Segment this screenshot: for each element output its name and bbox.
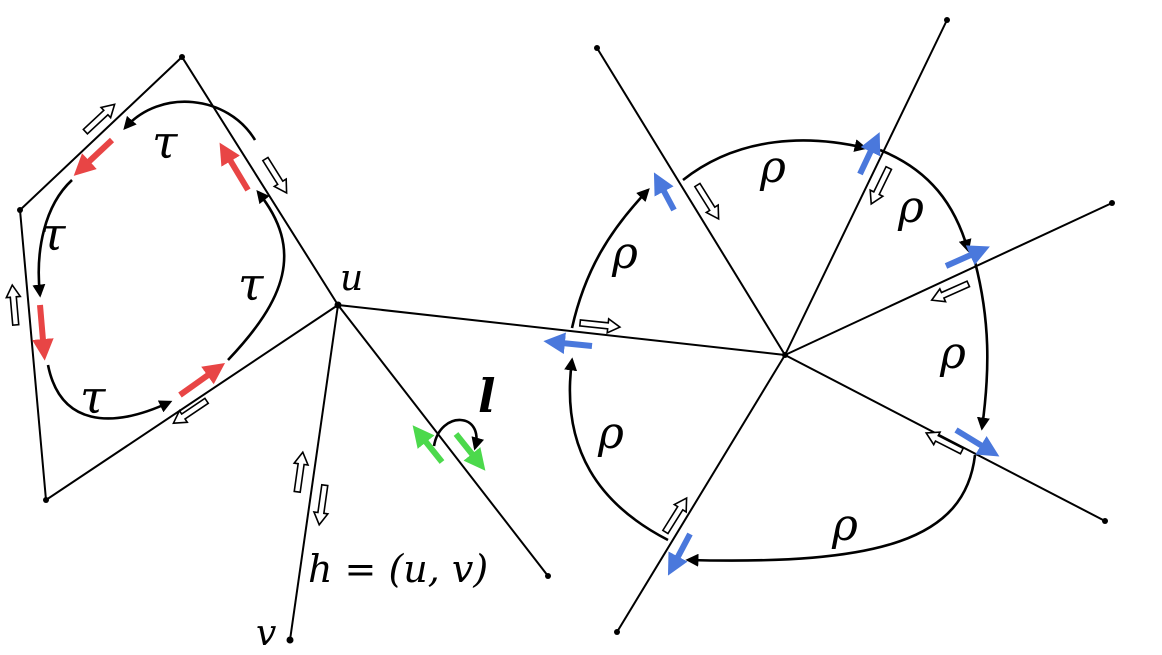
spoke-end-3 (1109, 200, 1115, 206)
vertex-bottom-left (43, 497, 49, 503)
spoke-1 (596, 47, 786, 356)
label-l: l (478, 369, 495, 423)
edge-u-center (337, 304, 786, 356)
hollow-arrow-top-right (258, 154, 294, 198)
blue-halfedge-1 (653, 172, 677, 212)
rho-label-1: ρ (759, 142, 786, 193)
label-v: v (256, 613, 276, 654)
spoke-end-2 (944, 17, 950, 23)
rho-arrow-5 (564, 357, 669, 542)
red-halfedge-1 (73, 137, 115, 176)
green-halfedge-up (412, 425, 445, 464)
spoke-2 (784, 19, 948, 356)
label-halfedge: h = (u, v) (308, 547, 488, 591)
hollow-arrow-r6 (578, 315, 622, 335)
red-halfedge-2 (32, 304, 54, 361)
rho-label-5: ρ (597, 408, 624, 459)
tau-arrow-top (123, 100, 257, 141)
edge-u-down-right (337, 304, 549, 577)
tau-arrow-right (227, 189, 286, 361)
tau-arrow-left (32, 179, 73, 298)
hollow-arrow-top-left (79, 98, 121, 138)
hollow-arrow-r2 (864, 164, 896, 208)
rho-arrow-1 (682, 139, 868, 182)
hollow-arrow-h-up (289, 450, 311, 494)
vertex-v (286, 636, 294, 644)
center-vertex (782, 352, 788, 358)
face-polygon-edges (18, 55, 339, 502)
red-halfedge-4 (219, 142, 251, 192)
spoke-end-4 (1102, 518, 1108, 524)
rho-label-2: ρ (897, 182, 924, 233)
vertex-left (17, 207, 23, 213)
tau-label-bottom: τ (80, 370, 107, 424)
right-vertex: ρ ρ ρ ρ ρ ρ (543, 17, 1115, 635)
rho-label-3: ρ (939, 328, 966, 379)
tau-label-right: τ (238, 257, 265, 311)
blue-halfedge-6 (543, 332, 593, 355)
hollow-arrow-r1 (690, 180, 726, 224)
vertex-u (334, 301, 342, 309)
red-halfedge-3 (178, 362, 226, 398)
spoke-3 (784, 202, 1113, 356)
tau-label-top: τ (152, 115, 179, 169)
label-u: u (340, 258, 363, 299)
spoke-4 (784, 354, 1106, 522)
rho-label-6: ρ (611, 228, 638, 279)
blue-halfedge-4 (954, 427, 1000, 457)
left-face: τ τ τ τ (4, 54, 339, 503)
edge-u-v (289, 304, 339, 641)
rho-arrow-2 (879, 148, 972, 253)
vertex-top (179, 54, 185, 60)
vertex-bottom-right-end (545, 573, 551, 579)
spoke-5 (616, 354, 786, 633)
tau-label-left: τ (40, 207, 67, 261)
hollow-arrow-left (4, 283, 24, 327)
spoke-end-1 (594, 45, 600, 51)
vertex-u-group: u v h = (u, v) l (256, 258, 786, 654)
tau-arrow-bottom (46, 364, 173, 420)
blue-halfedge-5 (667, 532, 693, 576)
blue-halfedge-2 (857, 132, 881, 176)
rho-arrow-3 (973, 261, 990, 431)
blue-halfedge-3 (944, 245, 990, 269)
hollow-arrow-bottom (168, 394, 212, 430)
hollow-arrow-h-down (311, 483, 333, 527)
spoke-end-5 (614, 629, 620, 635)
rho-arrow-4 (685, 454, 977, 567)
green-halfedge-down (453, 432, 486, 471)
rho-label-4: ρ (831, 500, 858, 551)
hollow-arrow-r3 (928, 276, 972, 308)
l-arrow (432, 418, 485, 451)
rho-arrow-6 (570, 188, 650, 329)
